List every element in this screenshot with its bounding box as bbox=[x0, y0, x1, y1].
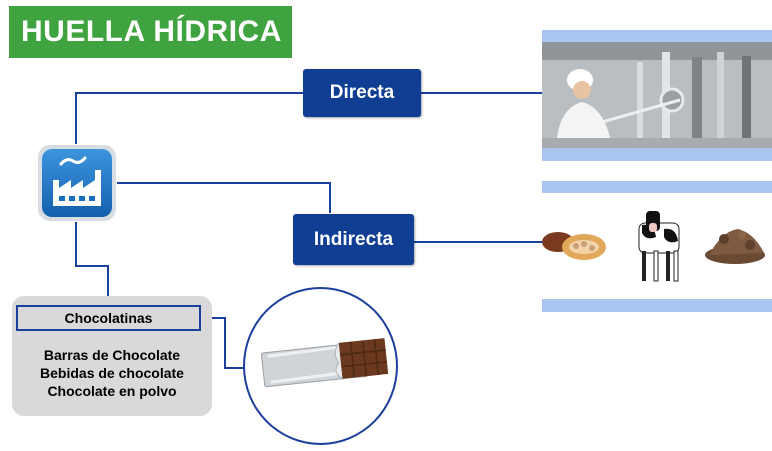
cacao-pod-icon bbox=[542, 232, 606, 260]
ingredients-top-band bbox=[542, 181, 772, 193]
label-directa-text: Directa bbox=[329, 82, 395, 103]
chocolate-bar-icon bbox=[261, 338, 389, 388]
page-title: HUELLA HÍDRICA bbox=[9, 6, 292, 58]
line-factory-directa bbox=[75, 92, 305, 144]
products-header: Chocolatinas bbox=[16, 305, 201, 331]
product-item: Chocolate en polvo bbox=[47, 383, 177, 399]
line-products-circle bbox=[201, 317, 244, 369]
cow-icon bbox=[638, 211, 680, 282]
photo-bottom-band bbox=[542, 148, 772, 161]
line-factory-products bbox=[75, 222, 109, 296]
label-directa: Directa bbox=[303, 69, 421, 117]
ingredients-bottom-band bbox=[542, 299, 772, 312]
chocolate-bar-circle bbox=[243, 287, 398, 445]
factory-icon bbox=[37, 144, 117, 222]
product-item: Barras de Chocolate bbox=[43, 347, 181, 363]
cocoa-powder-icon bbox=[705, 229, 765, 264]
photo-top-band bbox=[542, 30, 772, 42]
label-indirecta: Indirecta bbox=[293, 214, 414, 265]
line-factory-indirecta bbox=[117, 182, 331, 213]
ingredients-panel bbox=[542, 193, 772, 299]
factory-worker-photo bbox=[542, 42, 772, 148]
label-indirecta-text: Indirecta bbox=[313, 229, 394, 250]
product-item: Bebidas de chocolate bbox=[40, 365, 184, 381]
products-list: Barras de Chocolate Bebidas de chocolate… bbox=[12, 346, 212, 400]
